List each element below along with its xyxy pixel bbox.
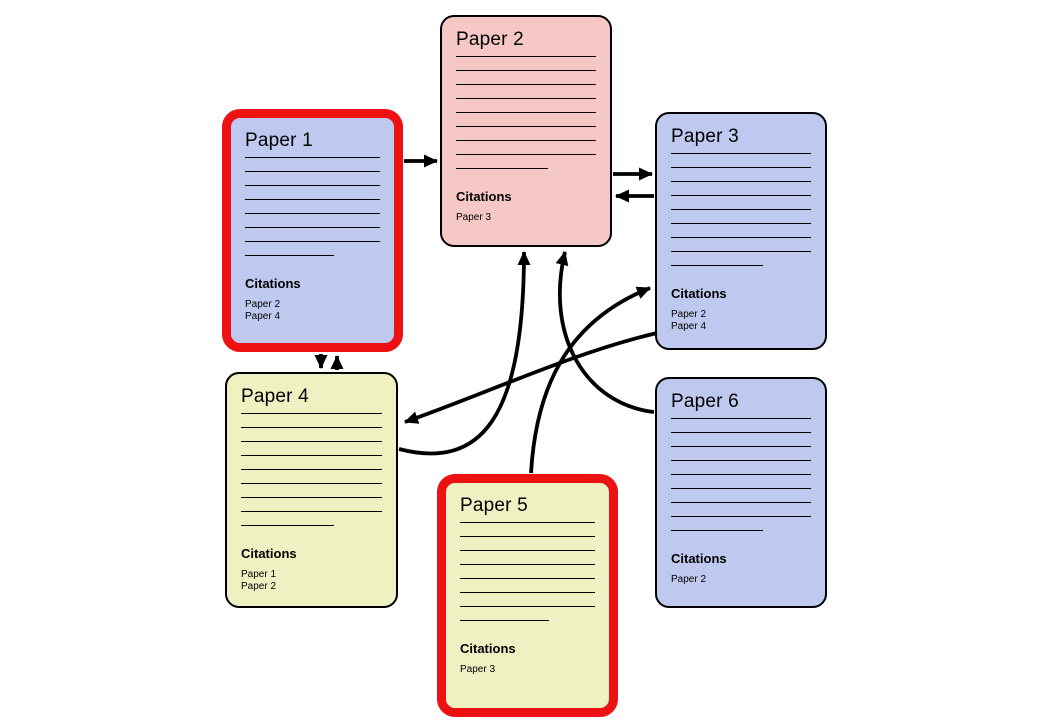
citations-list: Paper 3	[460, 664, 595, 676]
text-line	[671, 433, 811, 447]
citation-entry: Paper 3	[460, 664, 496, 675]
text-line	[460, 509, 595, 523]
text-line	[460, 565, 595, 579]
text-line	[460, 523, 595, 537]
citation-entry: Paper 2	[245, 299, 281, 310]
text-line	[671, 238, 811, 252]
citation-entry: Paper 2	[671, 309, 707, 320]
text-line	[245, 172, 380, 186]
text-line	[456, 71, 596, 85]
text-line	[671, 224, 811, 238]
text-line	[245, 158, 380, 172]
text-placeholder-lines	[671, 405, 811, 531]
text-line	[245, 228, 380, 242]
paper-title: Paper 2	[456, 29, 524, 50]
arrow-paper5-to-paper3	[529, 286, 651, 474]
paper-title: Paper 4	[241, 386, 309, 407]
arrow-paper6-to-paper2	[555, 251, 655, 414]
text-line	[245, 144, 380, 158]
paper-title: Paper 5	[460, 495, 528, 516]
text-line	[241, 456, 382, 470]
text-line-short	[456, 155, 549, 169]
arrow-paper3-to-paper4	[404, 331, 658, 424]
text-line	[456, 99, 596, 113]
text-line-short	[671, 252, 764, 266]
citations-heading: Citations	[241, 546, 297, 561]
text-line	[245, 214, 380, 228]
text-line	[671, 182, 811, 196]
text-line	[241, 414, 382, 428]
text-line	[241, 428, 382, 442]
text-line	[241, 442, 382, 456]
citations-heading: Citations	[671, 551, 727, 566]
citation-entry: Paper 3	[456, 212, 492, 223]
text-line	[241, 470, 382, 484]
text-line	[241, 484, 382, 498]
text-placeholder-lines	[460, 509, 595, 621]
text-line-short	[245, 242, 335, 256]
paper-title: Paper 1	[245, 130, 313, 151]
text-placeholder-lines	[241, 400, 382, 526]
text-line	[671, 405, 811, 419]
text-line	[460, 537, 595, 551]
citations-heading: Citations	[671, 286, 727, 301]
text-line	[671, 168, 811, 182]
text-placeholder-lines	[245, 144, 380, 256]
citation-entry: Paper 4	[245, 311, 281, 322]
text-line	[456, 57, 596, 71]
text-line	[671, 503, 811, 517]
text-line	[671, 210, 811, 224]
citations-heading: Citations	[245, 276, 301, 291]
citation-entry: Paper 1	[241, 569, 277, 580]
citations-heading: Citations	[460, 641, 516, 656]
arrow-paper4-to-paper2	[398, 251, 531, 456]
text-line	[671, 154, 811, 168]
text-line	[671, 475, 811, 489]
text-line	[456, 85, 596, 99]
text-line	[245, 200, 380, 214]
citations-list: Paper 2	[671, 574, 811, 586]
text-line-short	[671, 517, 764, 531]
citation-entry: Paper 4	[671, 321, 707, 332]
text-line	[671, 461, 811, 475]
text-line	[241, 400, 382, 414]
paper-title: Paper 3	[671, 126, 739, 147]
text-line	[671, 489, 811, 503]
text-line	[671, 447, 811, 461]
text-line	[456, 141, 596, 155]
text-line	[460, 579, 595, 593]
text-placeholder-lines	[456, 43, 596, 169]
citation-entry: Paper 2	[241, 581, 277, 592]
text-line-short	[460, 607, 550, 621]
paper-title: Paper 6	[671, 391, 739, 412]
text-line	[456, 127, 596, 141]
text-line	[460, 551, 595, 565]
text-placeholder-lines	[671, 140, 811, 266]
citations-heading: Citations	[456, 189, 512, 204]
text-line	[241, 498, 382, 512]
text-line	[456, 113, 596, 127]
text-line	[671, 140, 811, 154]
text-line	[460, 593, 595, 607]
text-line	[456, 43, 596, 57]
citations-list: Paper 3	[456, 212, 596, 224]
text-line	[245, 186, 380, 200]
citation-entry: Paper 2	[671, 574, 707, 585]
text-line	[671, 419, 811, 433]
text-line-short	[241, 512, 335, 526]
text-line	[671, 196, 811, 210]
